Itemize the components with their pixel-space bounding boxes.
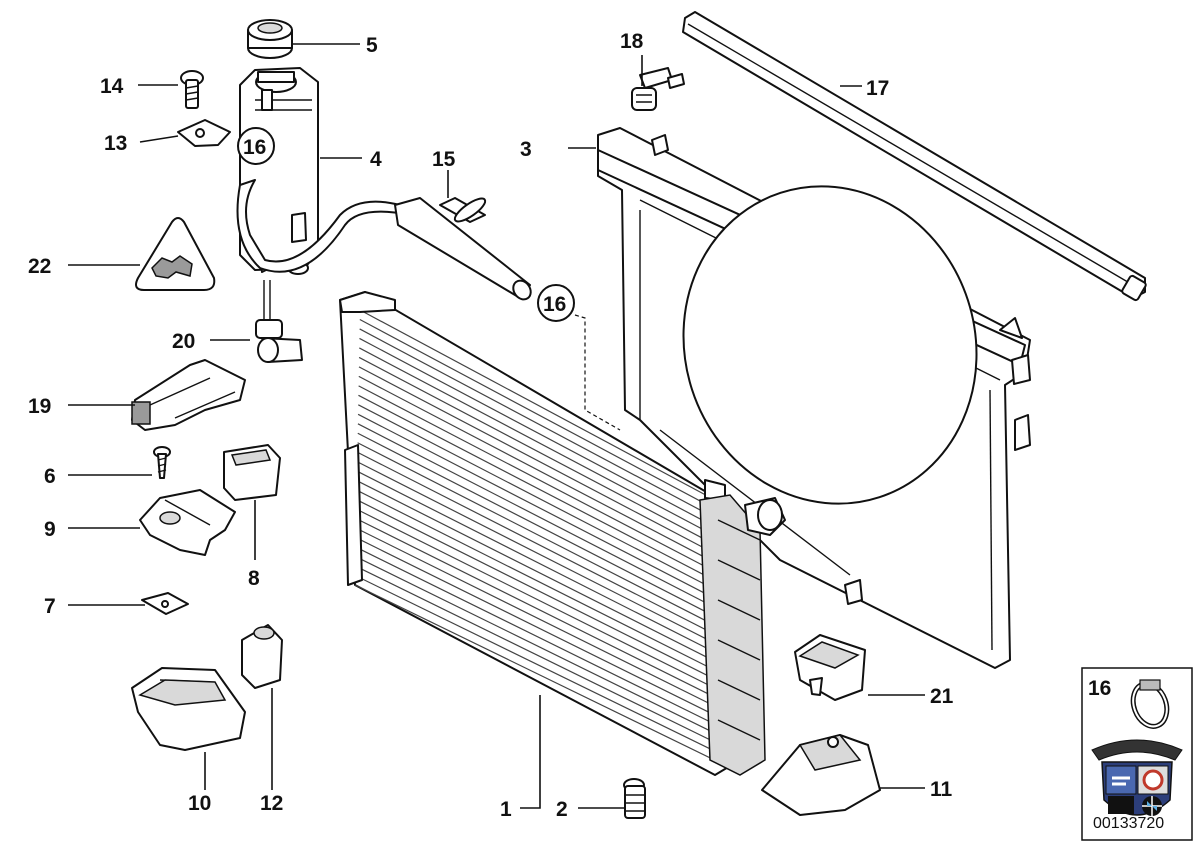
bracket-9: [139, 489, 236, 556]
callout-4: 4: [370, 148, 382, 171]
callout-5: 5: [366, 34, 378, 57]
callout-19: 19: [28, 395, 51, 418]
callout-11: 11: [930, 778, 953, 801]
radiator-fin: [358, 385, 721, 576]
callout-9: 9: [44, 518, 56, 541]
radiator-fin: [355, 546, 733, 734]
inset-diagram-code: 00133720: [1093, 815, 1164, 832]
warning-triangle-icon: [135, 217, 216, 291]
level-sensor: [255, 280, 303, 363]
svg-text:16: 16: [543, 293, 566, 316]
circled-callout-16-a: 16: [237, 127, 275, 165]
radiator-fin: [354, 574, 735, 762]
filler-cap: [247, 19, 293, 59]
radiator-fin: [359, 309, 716, 501]
callout-8: 8: [248, 567, 260, 590]
callout-10: 10: [188, 792, 211, 815]
expansion-tank: [236, 67, 532, 301]
radiator-fin: [356, 508, 730, 697]
callout-3: 3: [520, 138, 532, 161]
radiator-fin: [359, 347, 719, 538]
radiator-fin: [357, 413, 723, 603]
radiator-fin: [355, 527, 732, 715]
callout-6: 6: [44, 465, 56, 488]
radiator-fin: [357, 423, 724, 613]
radiator-fin: [357, 451, 726, 641]
rubber-mount-8: [223, 444, 281, 501]
hose-clamp-icon: [1130, 679, 1170, 729]
clip-nut-7: [141, 592, 189, 615]
radiator-fin: [355, 556, 734, 743]
radiator-fin: [357, 432, 725, 622]
svg-text:16: 16: [243, 136, 266, 159]
radiator-fin: [354, 584, 736, 771]
callout-17: 17: [866, 77, 889, 100]
radiator-fin: [356, 499, 730, 687]
radiator-fin: [359, 318, 716, 510]
radiator-fin: [357, 442, 725, 631]
callout-18: 18: [620, 30, 644, 53]
radiator-fin: [358, 375, 721, 566]
callout-7: 7: [44, 595, 56, 618]
radiator-fin: [355, 518, 731, 706]
radiator-fin: [356, 470, 727, 659]
air-duct-11: [761, 734, 881, 816]
radiator-fin: [358, 356, 719, 548]
radiator-fin: [358, 394, 722, 585]
callout-2: 2: [556, 798, 568, 821]
callout-labels: 5 14 13 4 15 3 18 17 22 20 19 6 9 8 7 10…: [28, 30, 954, 821]
callout-12: 12: [260, 792, 283, 815]
expanding-rivet: [631, 67, 685, 111]
clip-13: [177, 119, 231, 147]
callout-14: 14: [100, 75, 124, 98]
crest-logo: [1091, 739, 1183, 816]
circled-callout-16-b: 16: [537, 284, 575, 322]
radiator-fin: [358, 366, 720, 557]
radiator-fin: [356, 461, 727, 650]
radiator-fin: [356, 489, 729, 678]
fan-shroud: [597, 127, 1031, 669]
radiator-fin: [356, 480, 728, 669]
callout-15: 15: [432, 148, 456, 171]
radiator-fin: [359, 337, 718, 529]
radiator-fin: [355, 537, 732, 724]
callout-1: 1: [500, 798, 512, 821]
rubber-seal-strip: [682, 11, 1147, 302]
radiator: [339, 291, 786, 776]
callout-21: 21: [930, 685, 954, 708]
radiator-fin: [359, 328, 717, 520]
radiator-fin: [355, 565, 734, 752]
radiator-fin: [357, 404, 723, 594]
inset-callout-16: 16: [1088, 677, 1111, 700]
screw-6: [153, 446, 171, 479]
hose-clamp-inset: 16 00133720: [1081, 667, 1193, 841]
rubber-buffer-12: [241, 624, 283, 689]
screw-14: [180, 70, 204, 109]
leader-lines: [68, 43, 925, 809]
callout-13: 13: [104, 132, 127, 155]
bracket-19: [131, 359, 246, 431]
callout-22: 22: [28, 255, 51, 278]
drain-plug-2: [623, 778, 646, 819]
air-duct-10: [131, 667, 246, 751]
bracket-21: [794, 634, 866, 701]
callout-20: 20: [172, 330, 195, 353]
